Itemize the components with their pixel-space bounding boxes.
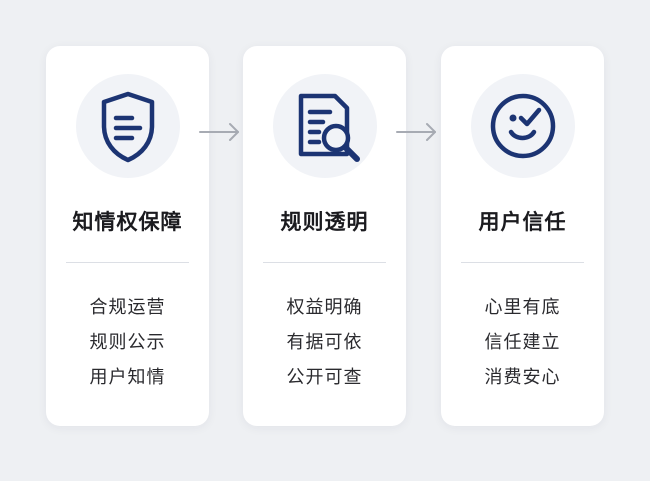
feature-item: 消费安心 bbox=[484, 367, 561, 388]
divider bbox=[66, 262, 189, 263]
step-card-transparency: 规则透明 权益明确 有据可依 公开可查 bbox=[243, 46, 406, 426]
step-title: 知情权保障 bbox=[72, 210, 183, 234]
feature-item: 公开可查 bbox=[286, 367, 363, 388]
feature-item: 用户知情 bbox=[89, 367, 166, 388]
smiley-check-icon bbox=[490, 93, 555, 159]
document-magnifier-icon bbox=[298, 93, 360, 162]
feature-item: 权益明确 bbox=[286, 297, 363, 318]
step-title: 规则透明 bbox=[280, 210, 369, 234]
step-card-trust: 用户信任 心里有底 信任建立 消费安心 bbox=[441, 46, 604, 426]
feature-item: 合规运营 bbox=[89, 297, 166, 318]
feature-item: 有据可依 bbox=[286, 332, 363, 353]
divider bbox=[263, 262, 386, 263]
feature-item: 规则公示 bbox=[89, 332, 166, 353]
divider bbox=[461, 262, 584, 263]
step-card-rights: 知情权保障 合规运营 规则公示 用户知情 bbox=[46, 46, 209, 426]
feature-list: 心里有底 信任建立 消费安心 bbox=[441, 290, 604, 395]
shield-document-icon bbox=[101, 91, 154, 163]
icon-badge bbox=[470, 74, 575, 178]
feature-item: 心里有底 bbox=[484, 297, 561, 318]
feature-list: 权益明确 有据可依 公开可查 bbox=[243, 290, 406, 395]
icon-badge bbox=[75, 74, 180, 178]
feature-item: 信任建立 bbox=[484, 332, 561, 353]
step-title: 用户信任 bbox=[478, 210, 567, 234]
arrow-right-icon bbox=[396, 123, 436, 141]
feature-list: 合规运营 规则公示 用户知情 bbox=[46, 290, 209, 395]
icon-badge bbox=[272, 74, 377, 178]
arrow-right-icon bbox=[199, 123, 239, 141]
